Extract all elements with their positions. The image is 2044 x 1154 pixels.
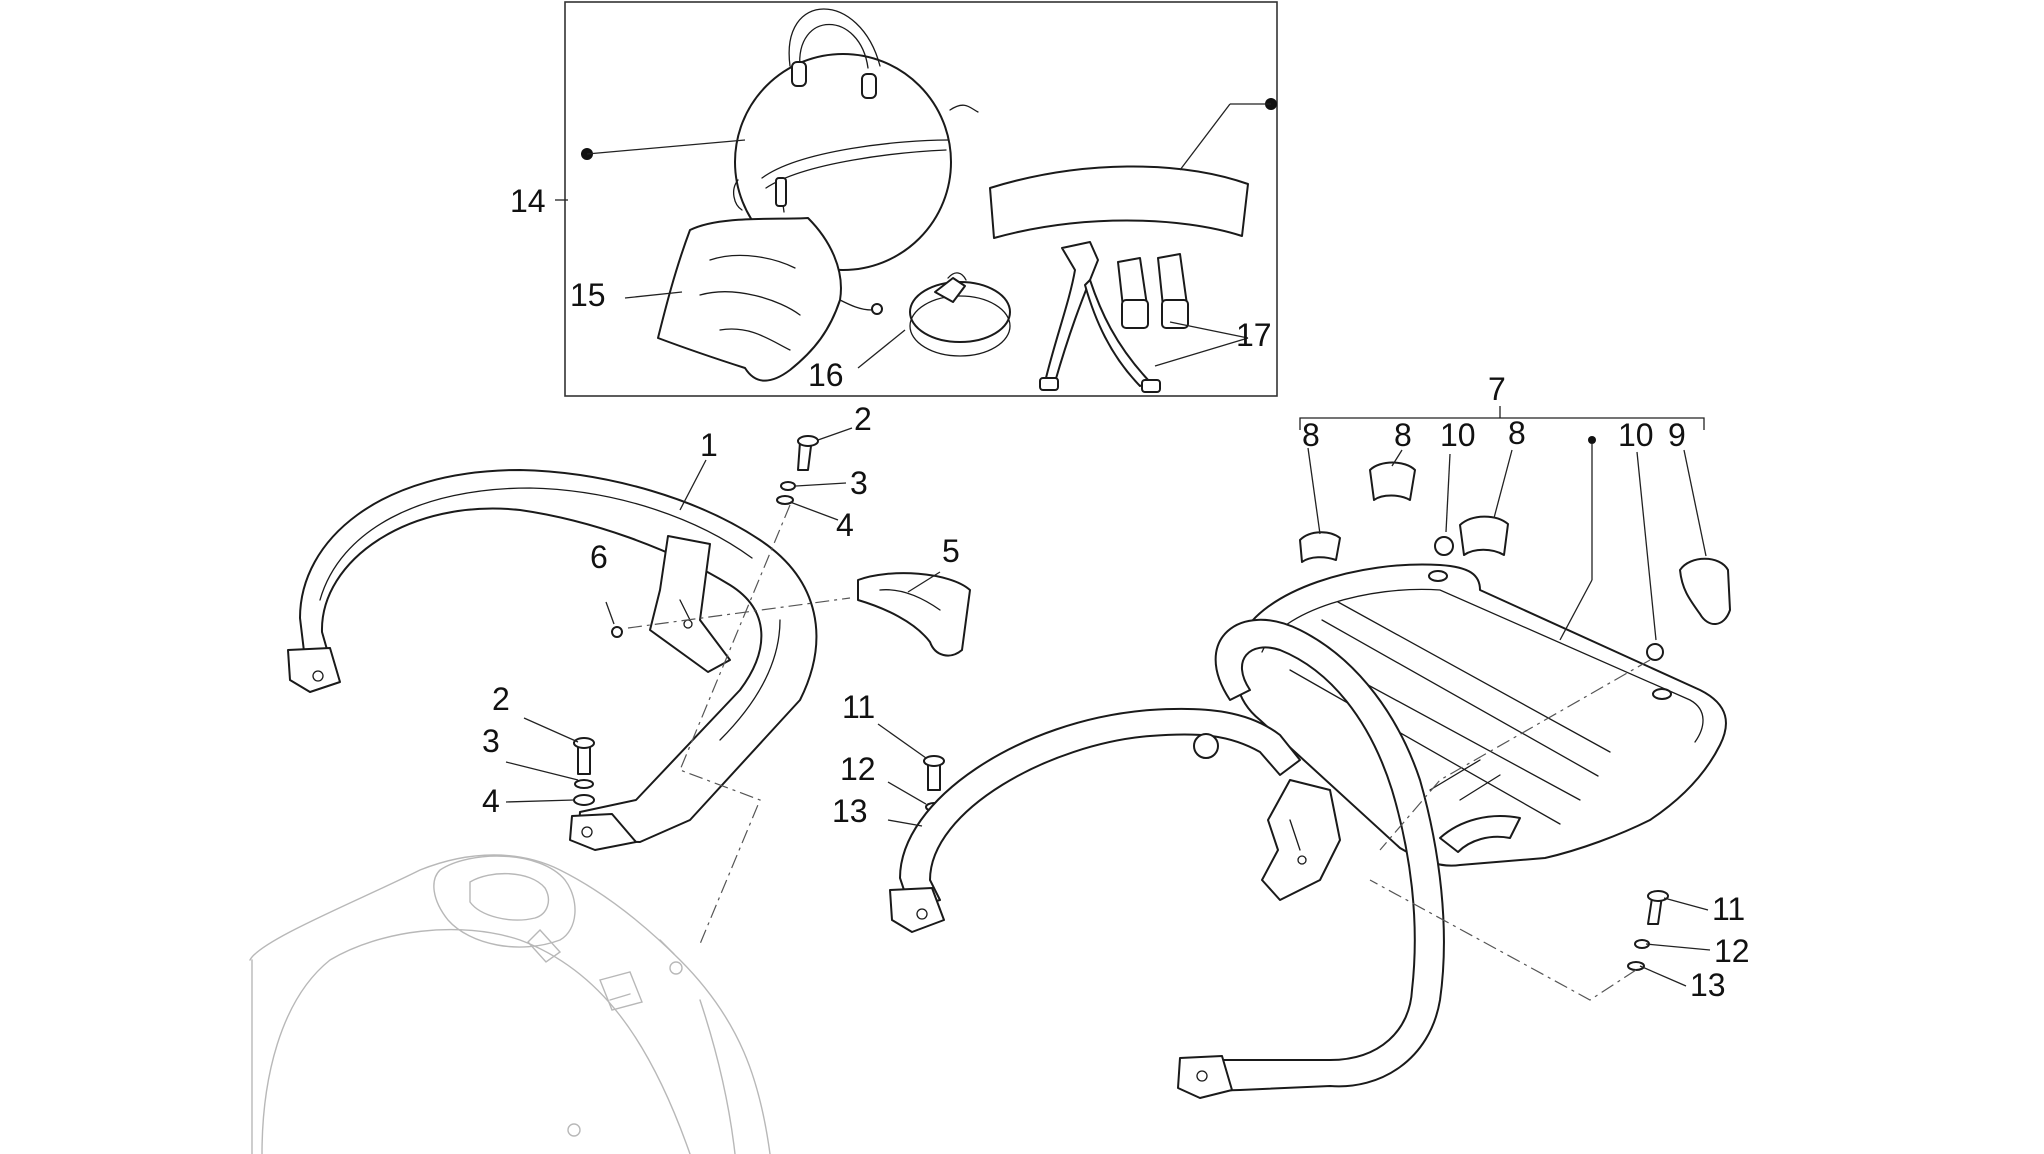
callout-13a: 13: [832, 793, 868, 829]
callout-4a: 4: [836, 507, 854, 543]
callout-11b: 11: [1712, 891, 1745, 927]
mounting-straps: [1039, 241, 1189, 393]
bumper-8b: [1369, 461, 1416, 501]
callout-11a: 11: [842, 689, 875, 725]
grommet-10a: [1434, 536, 1454, 556]
callout-2a: 2: [854, 401, 872, 437]
callout-bracket-7: [1299, 417, 1705, 430]
accessory-kit-group: [555, 1, 1278, 397]
screw-6: [611, 626, 623, 638]
callout-13b: 13: [1690, 967, 1726, 1003]
spare-wheel-bag: [732, 8, 979, 271]
callout-8a: 8: [1302, 417, 1320, 453]
callout-12b: 12: [1714, 933, 1750, 969]
rear-luggage-rack: [889, 563, 1727, 1099]
grab-handle-assembly: [287, 469, 818, 851]
bumper-8c: [1459, 515, 1509, 556]
callout-12a: 12: [840, 751, 876, 787]
dot-rack: [1588, 436, 1596, 444]
callout-2b: 2: [492, 681, 510, 717]
callout-4b: 4: [482, 783, 500, 819]
end-cap-9: [1679, 557, 1731, 625]
alignment-lines: [627, 504, 1651, 1001]
callout-17: 17: [1236, 317, 1272, 353]
rack-bumpers: [1299, 461, 1731, 661]
callout-10a: 10: [1440, 417, 1476, 453]
curved-pad: [989, 165, 1249, 239]
callout-16: 16: [808, 357, 844, 393]
bolt-set-right: [1627, 890, 1669, 971]
callout-labels: 14 15 16 17 7 8 8 10 8 10 9 1 2 3 4 5 6 …: [482, 183, 1750, 1003]
callout-5: 5: [942, 533, 960, 569]
grommet-10b: [1646, 643, 1664, 661]
callout-8c: 8: [1508, 415, 1526, 451]
callout-8b: 8: [1394, 417, 1412, 453]
callout-7: 7: [1488, 371, 1506, 407]
bumper-8a: [1299, 531, 1341, 563]
kit-frame: [564, 1, 1278, 397]
strap-roll: [909, 272, 1011, 357]
callout-6: 6: [590, 539, 608, 575]
callout-3b: 3: [482, 723, 500, 759]
scooter-body-outline: [249, 854, 771, 1154]
callout-15: 15: [570, 277, 606, 313]
bolt-set-top: [776, 435, 819, 505]
bolt-set-lower: [573, 737, 595, 806]
cover-cloth: [657, 217, 883, 382]
callout-10b: 10: [1618, 417, 1654, 453]
leader-lines: [505, 406, 1711, 987]
callout-9: 9: [1668, 417, 1686, 453]
handle-cover: [857, 572, 971, 657]
callout-3a: 3: [850, 465, 868, 501]
callout-1: 1: [700, 427, 718, 463]
callout-14: 14: [510, 183, 546, 219]
